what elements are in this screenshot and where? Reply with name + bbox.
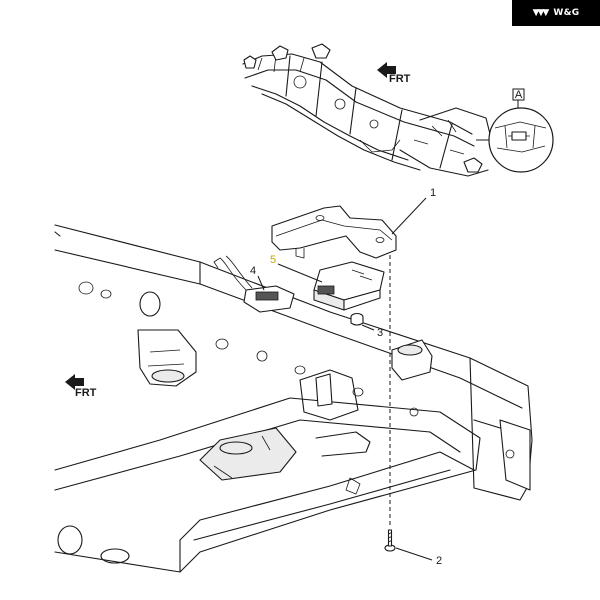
callout-3: 3 — [361, 324, 383, 339]
module-connector — [213, 255, 295, 313]
overview-front-arrow: FRT — [377, 62, 411, 85]
brand-logo-icon: ▼▼▼ — [532, 8, 550, 18]
overview-arrow-label: FRT — [389, 73, 411, 85]
brand-badge: ▼▼▼ W&G — [512, 0, 600, 26]
brand-logo-text: W&G — [553, 8, 580, 18]
main-arrow-label: FRT — [75, 387, 97, 399]
control-module — [313, 261, 385, 311]
main-frame-rail — [54, 224, 533, 501]
main-front-arrow: FRT — [65, 374, 97, 399]
body-mount-bracket — [137, 329, 197, 387]
detail-label: A — [515, 89, 523, 101]
callout-2-number: 2 — [436, 555, 442, 567]
callout-1: 1 — [391, 187, 436, 235]
detail-magnifier: A — [476, 88, 554, 173]
callout-4: 4 — [250, 265, 265, 291]
right-body-mount — [391, 339, 433, 381]
module-bracket — [271, 205, 397, 259]
callout-5-number: 5 — [270, 254, 276, 266]
overview-chassis-frame — [242, 43, 491, 177]
callout-4-number: 4 — [250, 265, 256, 277]
callout-5: 5 — [270, 254, 323, 283]
callout-2: 2 — [395, 547, 442, 567]
crossmember — [54, 369, 481, 573]
callout-1-number: 1 — [430, 187, 436, 199]
callout-3-number: 3 — [377, 327, 383, 339]
module-nut — [350, 312, 364, 326]
mounting-bolt — [384, 529, 396, 552]
